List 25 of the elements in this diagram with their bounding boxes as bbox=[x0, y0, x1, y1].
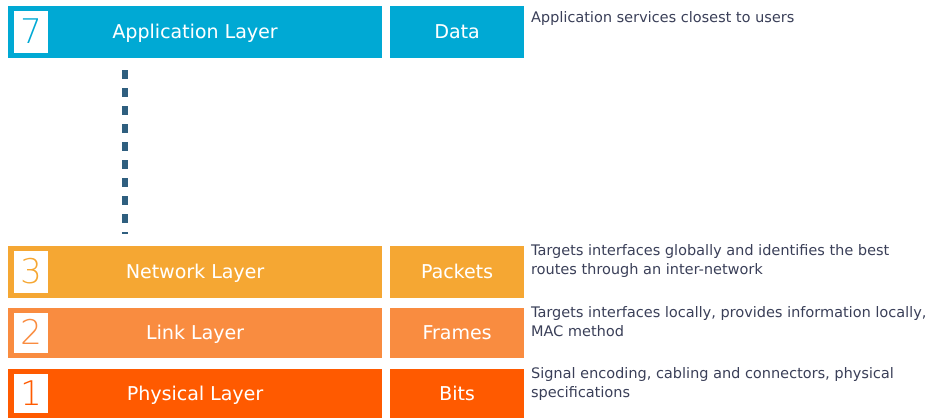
layer-number: 7 bbox=[14, 11, 48, 53]
unit-name: Data bbox=[434, 21, 480, 43]
layer-name: Link Layer bbox=[146, 322, 244, 344]
layer-number: 3 bbox=[14, 251, 48, 293]
unit-name: Packets bbox=[420, 261, 494, 283]
data-unit-box bbox=[390, 246, 524, 298]
layer-description: Signal encoding, cabling and connectors, physical specifications bbox=[531, 365, 895, 403]
layer-bar bbox=[8, 308, 382, 358]
layer-name: Network Layer bbox=[126, 261, 264, 283]
layer-description: Targets interfaces globally and identifies the best routes through an inter-network bbox=[531, 242, 890, 280]
layer-bar bbox=[8, 6, 382, 58]
data-unit-box bbox=[390, 369, 524, 418]
unit-name: Frames bbox=[422, 322, 492, 344]
layer-number: 1 bbox=[14, 374, 48, 413]
layer-bar bbox=[8, 246, 382, 298]
layer-name: Physical Layer bbox=[126, 382, 264, 404]
layer-number: 2 bbox=[14, 313, 48, 353]
layer-description: Application services closest to users bbox=[531, 9, 796, 28]
layer-name: Application Layer bbox=[112, 21, 278, 43]
data-unit-box bbox=[390, 308, 524, 358]
data-unit-box bbox=[390, 6, 524, 58]
dashed-connector bbox=[122, 70, 128, 234]
layer-description: Targets interfaces locally, provides information locally, MAC method bbox=[531, 304, 927, 342]
layer-bar bbox=[8, 369, 382, 418]
unit-name: Bits bbox=[439, 382, 475, 404]
